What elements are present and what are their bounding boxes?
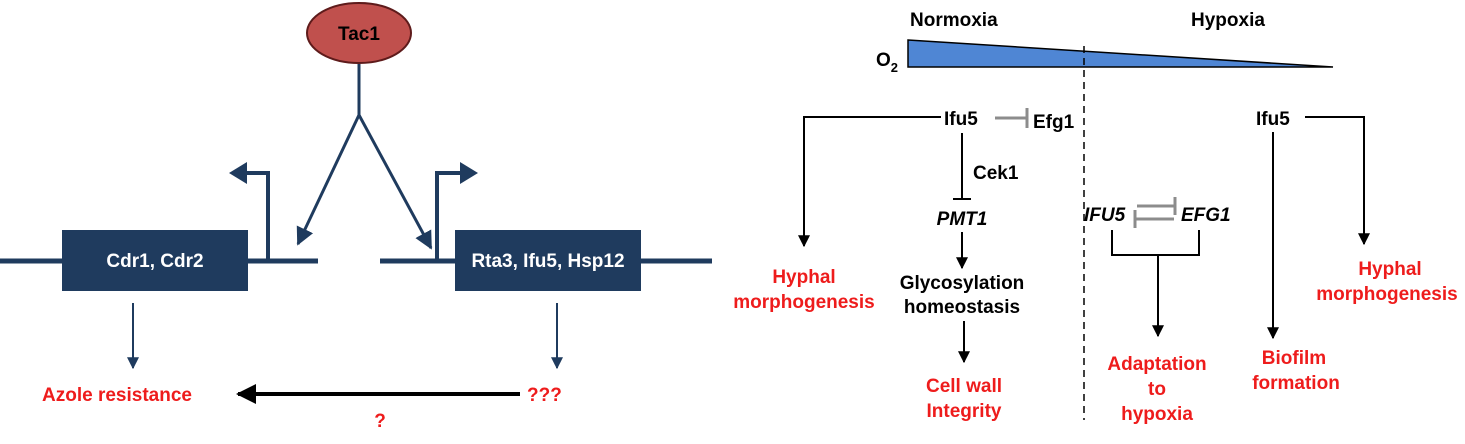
right-panel: Normoxia Normoxia Hypoxia O2 Ifu5 Efg1 H… xyxy=(733,10,1457,425)
o2-main: O xyxy=(876,50,891,71)
cellwall-line2: Integrity xyxy=(927,401,1002,422)
tac1-node xyxy=(306,2,412,64)
hypoxia-heading: Hypoxia xyxy=(1191,10,1265,31)
hyphal-left-line2: morphogenesis xyxy=(733,292,874,313)
unknown-outcome-label: ??? xyxy=(527,385,562,406)
glyco-line2: homeostasis xyxy=(904,297,1020,318)
biofilm-line1: Biofilm xyxy=(1262,348,1326,369)
arrow-to-hyphal-right xyxy=(1305,116,1370,246)
gene-box-rta3 xyxy=(455,230,641,291)
promoter-arrow-right xyxy=(435,171,463,261)
tac1-arrow-right xyxy=(357,114,433,250)
gene-label-rta3: Rta3, Ifu5, Hsp12 xyxy=(471,251,624,272)
hyphal-right-line2: morphogenesis xyxy=(1316,284,1457,305)
cellwall-line1: Cell wall xyxy=(926,376,1002,397)
ifu5-normoxia-label: Ifu5 xyxy=(944,109,978,130)
adapt-line2: to xyxy=(1148,379,1166,400)
promoter-arrow-left xyxy=(243,171,270,261)
biofilm-line2: formation xyxy=(1252,373,1340,394)
pmt1-label: PMT1 xyxy=(937,209,988,230)
adaptation-bracket xyxy=(1111,230,1200,256)
cek1-label: Cek1 xyxy=(973,163,1019,184)
efg1-normoxia-label: Efg1 xyxy=(1033,112,1075,133)
link-question-label: ? xyxy=(374,411,386,432)
adapt-line1: Adaptation xyxy=(1107,354,1206,375)
promoter-arrowhead-right xyxy=(460,162,478,184)
ifu5-hypoxia-label: Ifu5 xyxy=(1256,109,1290,130)
hyphal-left-line1: Hyphal xyxy=(772,267,835,288)
o2-subscript: 2 xyxy=(891,60,898,75)
gene-label-cdr: Cdr1, Cdr2 xyxy=(106,251,203,272)
glyco-line1: Glycosylation xyxy=(900,273,1025,294)
hyphal-right-line1: Hyphal xyxy=(1358,259,1421,280)
oxygen-gradient-wedge xyxy=(907,39,1334,68)
tac1-arrow-left xyxy=(296,114,361,246)
arrow-to-hyphal-left xyxy=(798,116,941,248)
left-panel: Tac1 Cdr1, Cdr2 Rta3, Ifu5, Hsp12 Azole … xyxy=(0,2,712,432)
tac1-label: Tac1 xyxy=(338,24,380,45)
efg1-gene-label: EFG1 xyxy=(1181,205,1231,226)
ifu5-gene-label: IFU5 xyxy=(1084,205,1126,226)
azole-resistance-label: Azole resistance xyxy=(42,385,192,406)
normoxia-heading: Normoxia xyxy=(910,10,998,31)
gene-box-cdr xyxy=(62,230,248,291)
o2-label: O2 xyxy=(876,50,898,75)
adapt-line3: hypoxia xyxy=(1121,404,1193,425)
promoter-arrowhead-left xyxy=(229,162,247,184)
